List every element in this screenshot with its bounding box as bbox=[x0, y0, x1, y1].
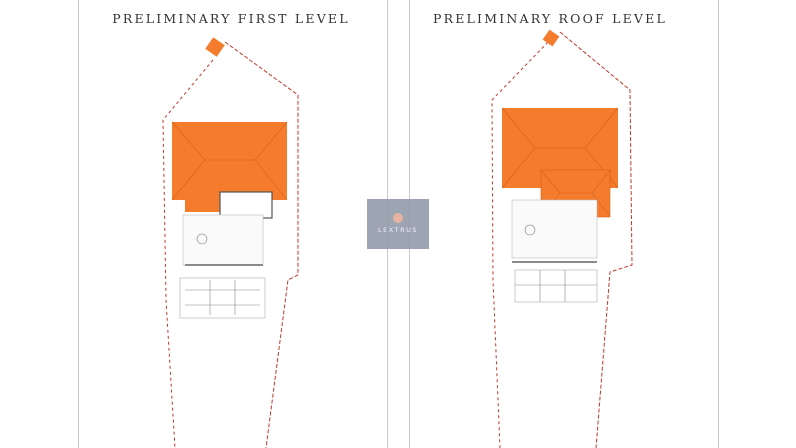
first-level-plan bbox=[162, 37, 299, 448]
site-boundary bbox=[162, 59, 214, 448]
site-boundary bbox=[224, 41, 299, 448]
roof bbox=[172, 122, 287, 200]
first-level-title: PRELIMINARY FIRST LEVEL bbox=[112, 11, 350, 26]
gate-marker bbox=[542, 29, 560, 47]
verandah bbox=[511, 199, 598, 259]
room bbox=[219, 191, 273, 219]
watermark-text: LEXTRUS bbox=[378, 226, 418, 234]
logo-icon bbox=[393, 213, 403, 223]
watermark: LEXTRUS bbox=[367, 199, 429, 249]
roof-level-title: PRELIMINARY ROOF LEVEL bbox=[433, 11, 667, 26]
site-boundary bbox=[491, 41, 549, 448]
gate-marker bbox=[205, 37, 225, 57]
roof-level-plan bbox=[491, 29, 633, 448]
terrace bbox=[514, 269, 598, 303]
divider-line bbox=[718, 0, 719, 448]
site-boundary bbox=[559, 31, 633, 448]
divider-line bbox=[78, 0, 79, 448]
verandah bbox=[182, 214, 264, 266]
terrace bbox=[179, 277, 266, 319]
